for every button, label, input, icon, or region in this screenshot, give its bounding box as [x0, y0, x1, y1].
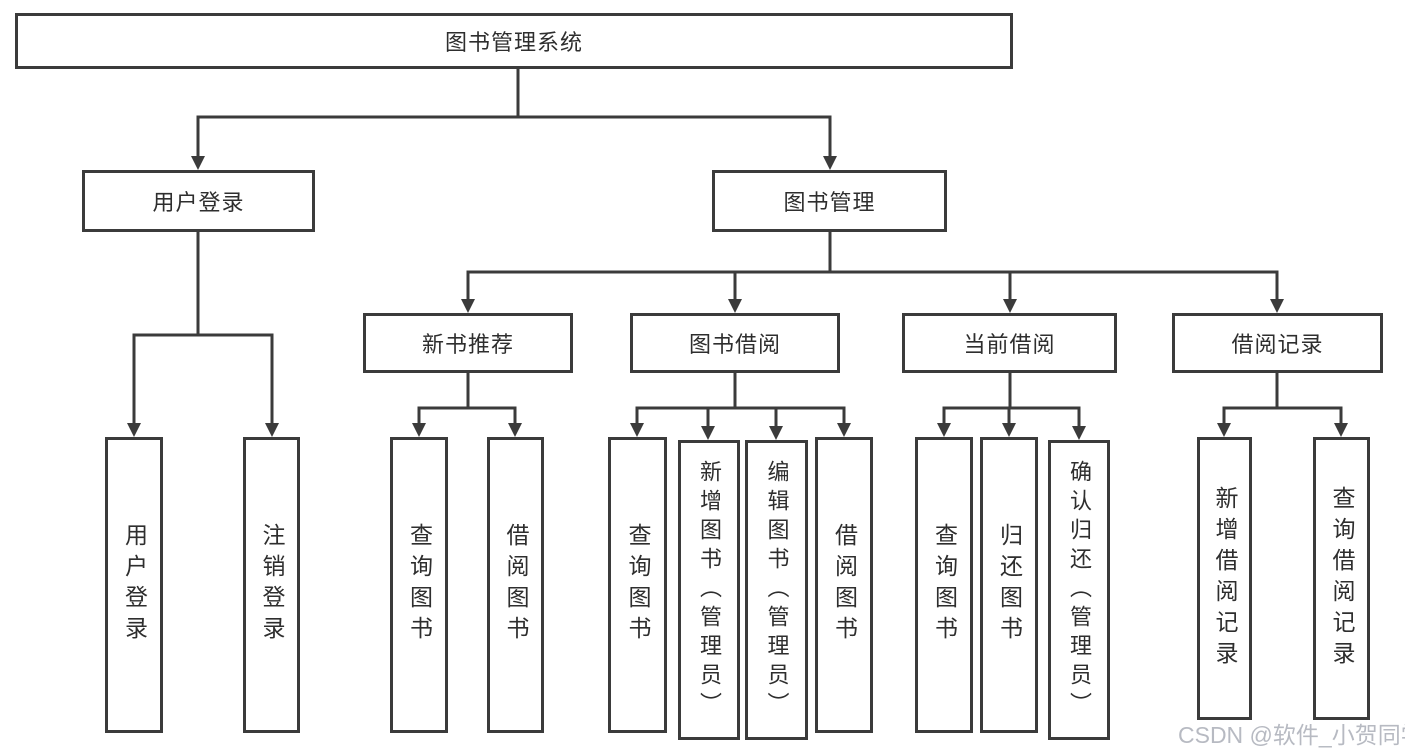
- node-label: 新增图书（管理员）: [697, 459, 722, 721]
- node-label: 查询图书: [406, 523, 433, 647]
- node-label: 查询图书: [931, 523, 958, 647]
- node-label: 当前借阅: [963, 332, 1056, 357]
- leaf-query-books: 查询图书: [915, 437, 973, 733]
- leaf-edit-books-admin: 编辑图书（管理员）: [745, 440, 808, 740]
- leaf-query-books: 查询图书: [390, 437, 448, 733]
- leaf-return-books: 归还图书: [980, 437, 1038, 733]
- node-label: 注销登录: [259, 523, 285, 647]
- leaf-confirm-return-admin: 确认归还（管理员）: [1048, 440, 1110, 740]
- node-label: 借阅图书: [503, 523, 529, 647]
- node-library-system: 图书管理系统: [15, 13, 1013, 69]
- node-label: 查询借阅记录: [1329, 485, 1355, 672]
- node-label: 确认归还（管理员）: [1067, 459, 1092, 721]
- node-user-login: 用户登录: [82, 170, 315, 232]
- leaf-query-books: 查询图书: [608, 437, 667, 733]
- leaf-borrow-books: 借阅图书: [487, 437, 544, 733]
- leaf-add-books-admin: 新增图书（管理员）: [678, 440, 740, 740]
- node-borrowing-records: 借阅记录: [1172, 313, 1383, 373]
- leaf-logout: 注销登录: [243, 437, 300, 733]
- node-current-borrowing: 当前借阅: [902, 313, 1117, 373]
- node-label: 用户登录: [152, 190, 245, 215]
- node-label: 编辑图书（管理员）: [764, 459, 790, 721]
- node-label: 图书管理: [783, 190, 876, 215]
- node-label: 借阅记录: [1231, 332, 1324, 357]
- leaf-query-borrow-record: 查询借阅记录: [1313, 437, 1370, 720]
- leaf-borrow-books: 借阅图书: [815, 437, 873, 733]
- node-label: 图书管理系统: [444, 30, 583, 55]
- node-label: 归还图书: [996, 523, 1023, 647]
- node-label: 查询图书: [625, 523, 651, 647]
- node-new-book-recommend: 新书推荐: [363, 313, 573, 373]
- node-label: 借阅图书: [831, 523, 858, 647]
- node-book-management: 图书管理: [712, 170, 947, 232]
- node-label: 用户登录: [121, 523, 148, 647]
- leaf-add-borrow-record: 新增借阅记录: [1197, 437, 1252, 720]
- node-label: 图书借阅: [688, 332, 781, 357]
- node-book-borrowing: 图书借阅: [630, 313, 840, 373]
- leaf-user-login: 用户登录: [105, 437, 163, 733]
- node-label: 新书推荐: [421, 332, 514, 357]
- watermark: CSDN @软件_小贺同学: [1178, 722, 1405, 748]
- node-label: 新增借阅记录: [1212, 485, 1238, 672]
